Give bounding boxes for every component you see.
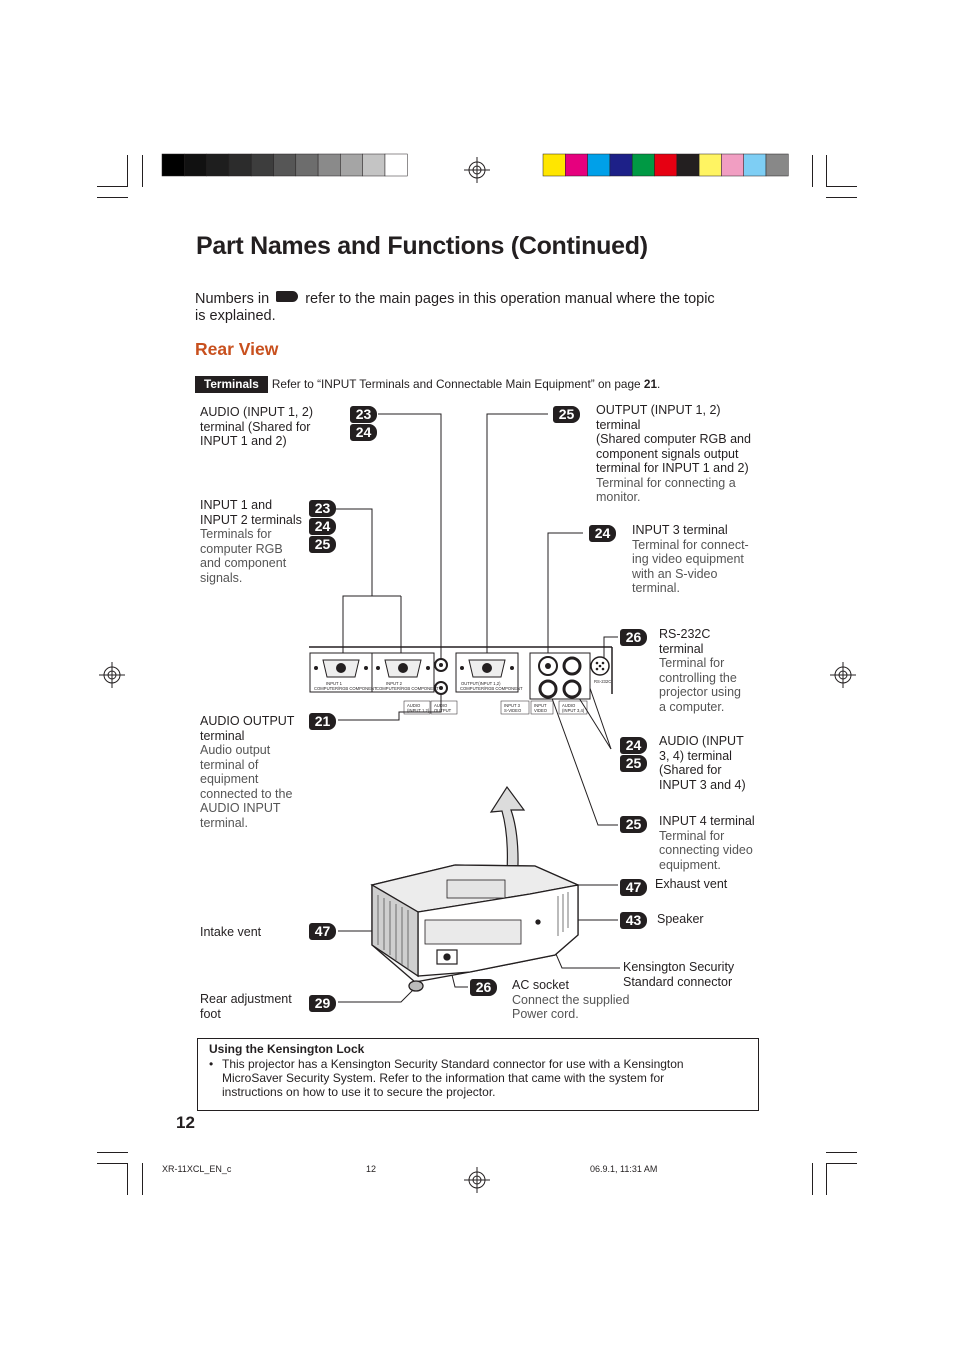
leader-audio-out [338,690,442,721]
svg-text:(INPUT 3,4): (INPUT 3,4) [562,708,585,713]
intro-before: Numbers in [195,291,270,307]
page-badge: 25 [309,536,336,553]
terminals-tag: Terminals [195,376,268,393]
callout-intake: Intake vent [200,925,262,939]
callout-rear-foot: Rear adjustment foot [200,992,292,1021]
callout-audio-in12: AUDIO (INPUT 1, 2) terminal (Shared for … [200,405,313,448]
svg-text:COMPUTER/RGB COMPONENT: COMPUTER/RGB COMPONENT [376,686,439,691]
page-badge: 25 [620,816,647,833]
registration-mark-icon [464,1167,490,1193]
footer-page: 12 [366,1164,377,1174]
leader-input4 [548,689,618,826]
leader-audio-in12 [378,413,442,663]
terminals-period: . [657,377,661,391]
page-badge: 23 [309,500,336,517]
page-ref-icon [276,291,299,302]
terminals-page: 21 [643,377,658,391]
connector-panel: INPUT 1 COMPUTER/RGB COMPONENT INPUT 2 C… [309,646,613,715]
page-badge: 24 [350,424,377,441]
svg-text:INPUT: INPUT [534,703,547,708]
projector-illustration [370,864,581,992]
callout-audio-in34: AUDIO (INPUT 3, 4) terminal (Shared for … [659,734,746,792]
svg-text:OUTPUT(INPUT 1,2): OUTPUT(INPUT 1,2) [461,681,501,686]
leader-input12 [335,508,373,663]
page-badge: 26 [620,629,647,646]
page-badge: 24 [589,525,616,542]
intro-line2: is explained. [195,308,276,324]
color-scale-bar [542,153,789,177]
svg-text:AUDIO: AUDIO [434,703,448,708]
leader-input3 [547,532,583,663]
page-badge: 47 [620,879,647,896]
registration-mark-icon [830,662,856,688]
callout-rs232c: RS-232C terminal Terminal for controllin… [659,627,741,714]
page-badge: 26 [470,979,497,996]
color-swatch [384,153,408,177]
page-badge: 24 [309,518,336,535]
color-swatch [765,153,789,177]
callout-kensington: Kensington Security Standard connector [623,960,735,989]
page-badge: 43 [620,912,647,929]
svg-text:VIDEO: VIDEO [534,708,548,713]
callout-input3: INPUT 3 terminal Terminal for connect- i… [632,523,749,595]
audio34-jack-left [562,656,582,676]
svg-text:COMPUTER/RGB COMPONENT: COMPUTER/RGB COMPONENT [460,686,523,691]
leader-lines [335,413,620,1003]
page-badge: 24 [620,737,647,754]
page-badge: 21 [309,713,336,730]
intro-text: Numbers in refer to the main pages in th… [195,291,715,325]
svg-text:COMPUTER/RGB COMPONENT: COMPUTER/RGB COMPONENT [314,686,377,691]
page-number: 12 [176,1113,195,1132]
callout-exhaust: Exhaust vent [655,877,728,891]
kensington-note-box: Using the Kensington Lock • This project… [197,1038,759,1111]
callout-audio-out: AUDIO OUTPUT terminal Audio output termi… [200,714,295,830]
callout-speaker: Speaker [657,912,704,926]
page-badge: 29 [309,995,336,1012]
page-badge: 25 [620,755,647,772]
callout-input12: INPUT 1 and INPUT 2 terminals Terminals … [200,498,302,585]
svg-text:S-VIDEO: S-VIDEO [504,708,522,713]
leader-output [486,413,548,663]
registration-mark-icon [99,662,125,688]
callout-ac-socket: AC socket Connect the supplied Power cor… [512,978,630,1021]
svg-text:AUDIO: AUDIO [407,703,421,708]
footer-date: 06.9.1, 11:31 AM [590,1164,658,1174]
svg-text:(INPUT 1,2): (INPUT 1,2) [407,708,430,713]
registration-mark-icon [464,157,490,183]
section-title: Rear View [195,339,279,359]
note-bullet: • [209,1057,214,1071]
svg-text:RS-232C: RS-232C [594,679,611,684]
gray-scale-bar [161,153,408,177]
leader-foot [338,986,417,1003]
note-heading: Using the Kensington Lock [209,1042,365,1056]
leader-rs232c [603,636,618,663]
svg-text:INPUT 1: INPUT 1 [326,681,343,686]
intro-after: refer to the main pages in this operatio… [305,291,715,307]
svg-text:OUTPUT: OUTPUT [434,708,452,713]
svg-text:AUDIO: AUDIO [562,703,576,708]
page-badge: 23 [350,406,377,423]
video-jack [538,679,558,699]
page-badge: 47 [309,923,336,940]
callout-output: OUTPUT (INPUT 1, 2) terminal (Shared com… [596,403,751,504]
page-title: Part Names and Functions (Continued) [196,232,648,260]
terminals-text: Refer to “INPUT Terminals and Connectabl… [271,377,644,391]
leader-audio34 [573,689,612,750]
note-body: This projector has a Kensington Security… [222,1057,684,1099]
svg-text:INPUT 2: INPUT 2 [386,681,403,686]
callout-input4: INPUT 4 terminal Terminal for connecting… [659,814,755,872]
page-badge: 25 [553,406,580,423]
svg-text:INPUT 3: INPUT 3 [504,703,521,708]
footer-file: XR-11XCL_EN_c [162,1164,232,1174]
audio34-jack-right [562,679,582,699]
